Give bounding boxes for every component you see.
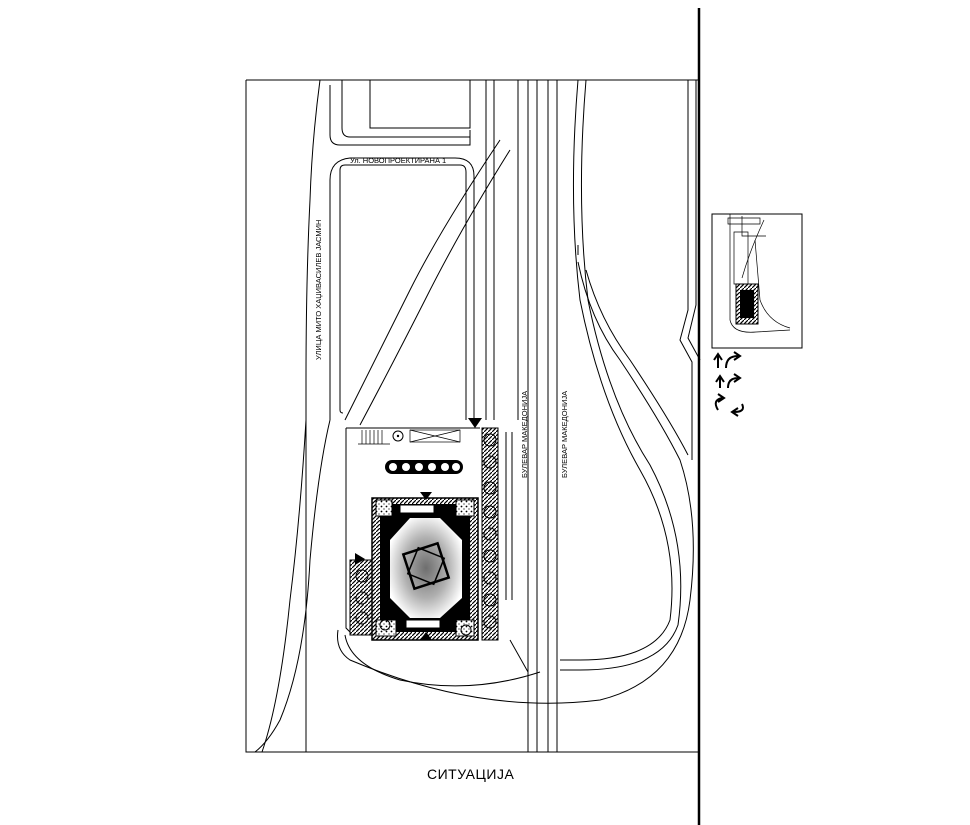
street-label-novoproektirana: Ул. НОВОПРОЕКТИРАНА 1 [350, 156, 446, 165]
inset-key-map [711, 213, 803, 349]
tree-row-right [481, 427, 513, 641]
central-building [371, 497, 479, 641]
street-label-bulevar-makedonija-2: БУЛЕВАР МАКЕДОНИЈА [560, 391, 569, 478]
bench [409, 429, 461, 443]
street-label-bulevar-makedonija-1: БУЛЕВАР МАКЕДОНИЈА [520, 391, 529, 478]
hedge-row [385, 460, 463, 474]
steps [358, 430, 390, 445]
entrance-triangle-icon [355, 418, 482, 640]
drawing-frame [245, 79, 700, 753]
flow-direction-arrows-icon [713, 351, 744, 417]
road-network [254, 79, 701, 753]
tree-symbol-icon [392, 430, 404, 442]
plaza [345, 418, 513, 641]
drawing-caption: СИТУАЦИЈА [427, 766, 514, 782]
street-label-mito-hadzhivasilev: УЛИЦА МИТО ХАЏИВАСИЛЕВ ЈАСМИН [314, 220, 323, 360]
